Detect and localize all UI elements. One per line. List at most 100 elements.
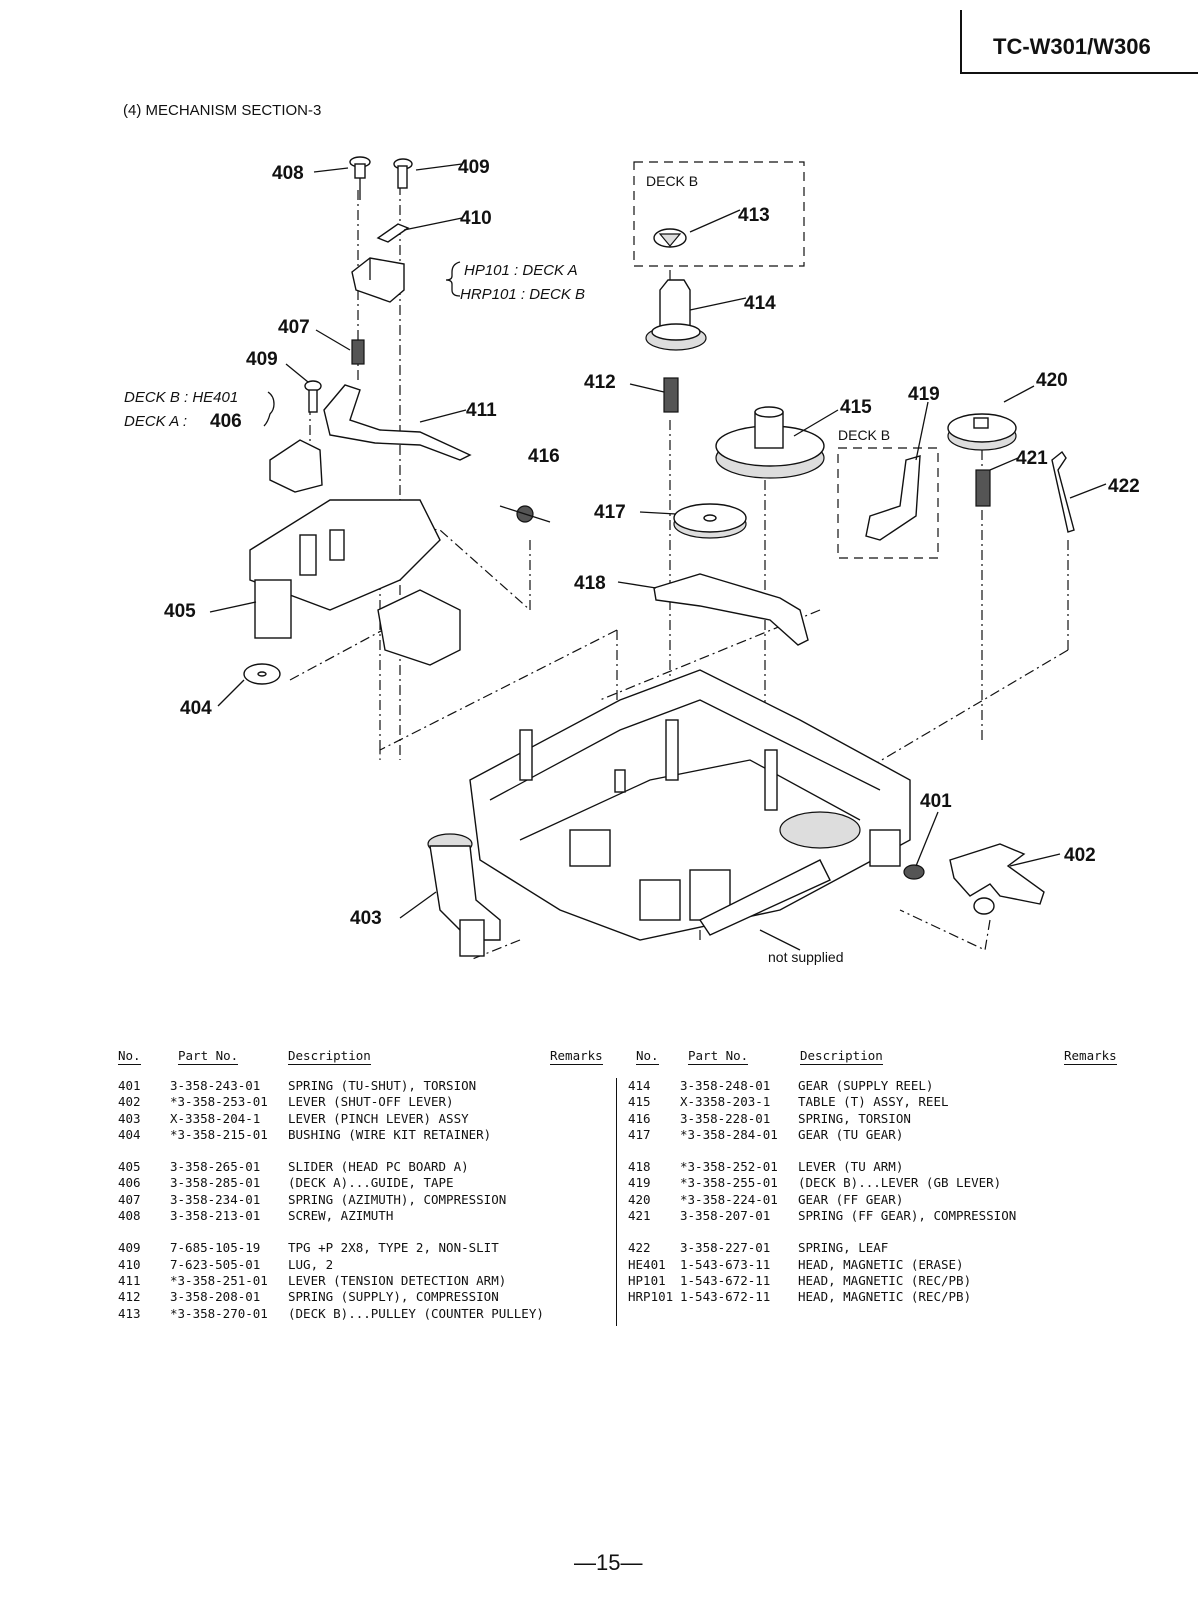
- part-419-lever: [865, 455, 921, 541]
- main-chassis: [469, 669, 911, 941]
- part-description: TABLE (T) ASSY, REEL: [798, 1094, 949, 1110]
- part-code: 1-543-672-11: [680, 1272, 771, 1288]
- part-number-ref: 408: [118, 1208, 141, 1224]
- part-number-ref: 407: [118, 1191, 141, 1207]
- parts-table-right: No. Part No. Description Remarks 414 3-35…: [628, 1048, 1128, 1306]
- part-code: 3-358-248-01: [680, 1078, 771, 1093]
- part-description: HEAD, MAGNETIC (ERASE): [798, 1256, 964, 1272]
- part-code: 3-358-234-01: [170, 1191, 261, 1207]
- part-number-ref: 418: [628, 1159, 651, 1175]
- part-code: X-3358-204-1: [170, 1110, 261, 1126]
- part-number-ref: 419: [628, 1175, 651, 1191]
- part-416-spring: [499, 505, 551, 523]
- label-402: 402: [1064, 845, 1096, 866]
- part-number-ref: 420: [628, 1191, 651, 1207]
- part-405-slider: [249, 499, 441, 639]
- note-hp101: HP101 : DECK A: [464, 262, 578, 279]
- part-number-ref: 404: [118, 1126, 141, 1142]
- part-code: *3-358-253-01: [170, 1094, 268, 1110]
- part-description: SCREW, AZIMUTH: [288, 1208, 394, 1224]
- part-number-ref: 403: [118, 1110, 141, 1126]
- table-row: 416 3-358-228-01 SPRING, TORSION: [628, 1111, 1128, 1127]
- header-part-no-right: Part No.: [688, 1048, 749, 1065]
- part-421-spring: [975, 469, 991, 507]
- part-number-ref: 421: [628, 1208, 651, 1224]
- label-420: 420: [1036, 370, 1068, 391]
- label-415: 415: [840, 397, 872, 418]
- part-402-lever: [949, 843, 1045, 905]
- label-419: 419: [908, 384, 940, 405]
- part-code: X-3358-203-1: [680, 1094, 771, 1110]
- part-number-ref: 401: [118, 1078, 141, 1093]
- part-code: 3-358-228-01: [680, 1110, 771, 1126]
- table-header-left: No. Part No. Description Remarks: [118, 1048, 618, 1070]
- deck-b-box-419: [837, 447, 939, 559]
- part-description: SPRING, LEAF: [798, 1240, 889, 1256]
- part-408-screw: [349, 156, 371, 200]
- part-description: TPG +P 2X8, TYPE 2, NON-SLIT: [288, 1240, 499, 1256]
- table-divider: [616, 1078, 617, 1326]
- part-description: LEVER (PINCH LEVER) ASSY: [288, 1110, 469, 1126]
- label-405: 405: [164, 601, 196, 622]
- part-412-spring: [663, 377, 679, 413]
- table-header-right: No. Part No. Description Remarks: [628, 1048, 1128, 1070]
- part-403-pinch-lever: [427, 833, 501, 957]
- part-407-spring: [351, 339, 365, 365]
- part-code: 1-543-673-11: [680, 1256, 771, 1272]
- part-number-ref: 410: [118, 1256, 141, 1272]
- part-description: LUG, 2: [288, 1256, 334, 1272]
- part-code: *3-358-252-01: [680, 1159, 778, 1175]
- part-code: 1-543-672-11: [680, 1289, 771, 1305]
- part-number-ref: 414: [628, 1078, 651, 1093]
- header-description: Description: [288, 1048, 371, 1065]
- part-code: *3-358-270-01: [170, 1305, 268, 1321]
- model-title: TC-W301/W306: [993, 34, 1151, 59]
- part-code: 7-623-505-01: [170, 1256, 261, 1272]
- header-no: No.: [118, 1048, 141, 1065]
- part-code: 7-685-105-19: [170, 1240, 261, 1256]
- label-407: 407: [278, 317, 310, 338]
- leader-lines: [209, 163, 1107, 951]
- note-deck-b-he401: DECK B : HE401: [124, 389, 238, 406]
- part-code: *3-358-224-01: [680, 1191, 778, 1207]
- table-row: 409 7-685-105-19 TPG +P 2X8, TYPE 2, NON-S…: [118, 1240, 618, 1256]
- part-411-lever: [323, 384, 472, 461]
- part-410-lug: [376, 223, 410, 243]
- part-description: SPRING, TORSION: [798, 1110, 911, 1126]
- part-code: *3-358-284-01: [680, 1126, 778, 1142]
- part-number-ref: HP101: [628, 1272, 666, 1288]
- group-gap: [118, 1143, 618, 1159]
- note-deck-b-413: DECK B: [646, 173, 698, 189]
- part-description: SLIDER (HEAD PC BOARD A): [288, 1159, 469, 1175]
- note-hrp101: HRP101 : DECK B: [460, 286, 585, 303]
- section-title: (4) MECHANISM SECTION-3: [123, 102, 322, 119]
- part-409-screw-2: [304, 380, 322, 413]
- part-description: (DECK B)...LEVER (GB LEVER): [798, 1175, 1002, 1191]
- part-number-ref: 416: [628, 1110, 651, 1126]
- label-413: 413: [738, 205, 770, 226]
- part-number-ref: HRP101: [628, 1289, 674, 1305]
- part-description: (DECK B)...PULLEY (COUNTER PULLEY): [288, 1305, 544, 1321]
- label-412: 412: [584, 372, 616, 393]
- part-406-guide: [269, 439, 323, 493]
- table-row: 413*3-358-270-01(DECK B)...PULLEY (COUNT…: [118, 1306, 618, 1322]
- label-411: 411: [466, 400, 497, 421]
- part-number-ref: 409: [118, 1240, 141, 1256]
- part-code: *3-358-215-01: [170, 1126, 268, 1142]
- part-414-gear: [645, 279, 707, 351]
- part-code: 3-358-227-01: [680, 1240, 771, 1256]
- part-description: LEVER (TU ARM): [798, 1159, 904, 1175]
- part-description: BUSHING (WIRE KIT RETAINER): [288, 1126, 492, 1142]
- part-description: SPRING (SUPPLY), COMPRESSION: [288, 1289, 499, 1305]
- table-row: 418 *3-358-252-01 LEVER (TU ARM): [628, 1159, 1128, 1175]
- group-gap: [628, 1143, 1128, 1159]
